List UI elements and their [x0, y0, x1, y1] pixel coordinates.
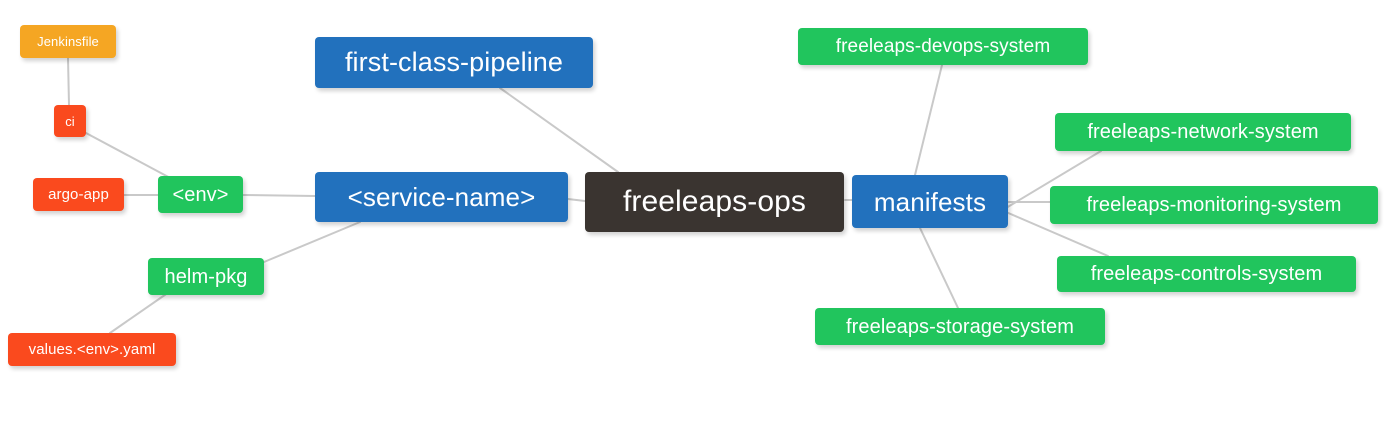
edge-service-name-to-helm-pkg [263, 221, 361, 263]
node-label-service-name: <service-name> [347, 182, 536, 212]
node-freeleaps-ops[interactable]: freeleaps-ops [585, 172, 844, 232]
node-ci[interactable]: ci [54, 105, 86, 137]
edge-manifests-to-freeleaps-storage-system [919, 227, 959, 309]
node-label-values-yaml: values.<env>.yaml [28, 341, 156, 358]
node-freeleaps-controls-system[interactable]: freeleaps-controls-system [1057, 256, 1356, 292]
node-env[interactable]: <env> [158, 176, 243, 213]
node-freeleaps-devops-system[interactable]: freeleaps-devops-system [798, 28, 1088, 65]
node-first-class-pipeline[interactable]: first-class-pipeline [315, 37, 593, 88]
edge-helm-pkg-to-values-yaml [109, 289, 173, 334]
node-label-freeleaps-network-system: freeleaps-network-system [1087, 121, 1319, 143]
node-label-freeleaps-monitoring-system: freeleaps-monitoring-system [1086, 194, 1342, 216]
node-label-env: <env> [172, 183, 229, 206]
node-label-freeleaps-devops-system: freeleaps-devops-system [835, 36, 1051, 57]
node-label-freeleaps-storage-system: freeleaps-storage-system [845, 315, 1075, 338]
node-label-freeleaps-controls-system: freeleaps-controls-system [1090, 263, 1323, 285]
node-label-argo-app: argo-app [48, 186, 109, 203]
node-freeleaps-storage-system[interactable]: freeleaps-storage-system [815, 308, 1105, 345]
node-jenkinsfile[interactable]: Jenkinsfile [20, 25, 116, 58]
edge-ci-to-env [85, 132, 175, 181]
edge-env-to-service-name [242, 194, 316, 197]
node-manifests[interactable]: manifests [852, 175, 1008, 228]
node-freeleaps-monitoring-system[interactable]: freeleaps-monitoring-system [1050, 186, 1378, 224]
edge-service-name-to-freeleaps-ops [567, 198, 586, 202]
node-label-manifests: manifests [873, 186, 987, 217]
node-label-helm-pkg: helm-pkg [164, 265, 248, 288]
node-freeleaps-network-system[interactable]: freeleaps-network-system [1055, 113, 1351, 151]
node-label-ci: ci [65, 113, 75, 129]
edge-first-class-pipeline-to-freeleaps-ops [499, 87, 619, 173]
node-label-freeleaps-ops: freeleaps-ops [622, 185, 807, 218]
edge-jenkinsfile-to-ci [67, 57, 70, 106]
node-values-yaml[interactable]: values.<env>.yaml [8, 333, 176, 366]
edge-manifests-to-freeleaps-devops-system [914, 64, 943, 176]
node-label-first-class-pipeline: first-class-pipeline [344, 47, 564, 77]
node-label-jenkinsfile: Jenkinsfile [37, 34, 99, 49]
node-helm-pkg[interactable]: helm-pkg [148, 258, 264, 295]
node-argo-app[interactable]: argo-app [33, 178, 124, 211]
node-service-name[interactable]: <service-name> [315, 172, 568, 222]
